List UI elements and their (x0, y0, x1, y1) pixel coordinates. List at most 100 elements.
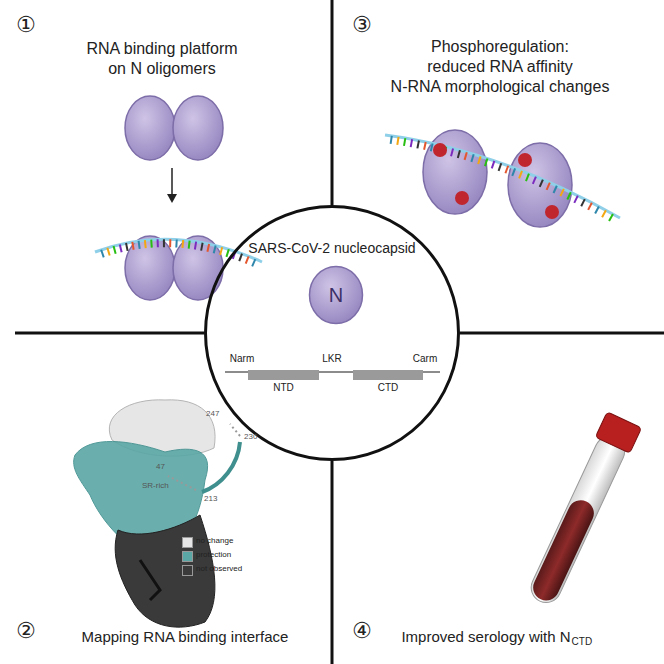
domain-bar-fill (353, 370, 423, 380)
rna-base (195, 242, 196, 250)
domain-name: CTD (353, 382, 423, 394)
legend-text: not observed (196, 564, 242, 573)
rna-base (595, 206, 599, 213)
rna-base (471, 154, 473, 162)
legend-swatch (182, 551, 193, 562)
rna-base (120, 244, 122, 252)
subscript: CTD (572, 636, 593, 648)
rna-base (485, 159, 487, 167)
rna-base (519, 171, 522, 178)
rna-base (252, 259, 255, 266)
rna-base (101, 250, 104, 258)
rna-base (391, 136, 392, 144)
rna-backbone (95, 239, 262, 262)
panel-title: reduced RNA affinity (427, 58, 573, 76)
panel-title: Mapping RNA binding interface (82, 628, 289, 645)
rna-base (144, 240, 147, 248)
callout-number: ③ (352, 12, 372, 37)
rna-base (233, 251, 236, 259)
rna-base (505, 166, 508, 174)
rna-base (431, 143, 433, 151)
divider-lines (15, 0, 664, 664)
rna-base (201, 243, 202, 251)
domain-name: NTD (248, 382, 319, 394)
region-name: LKR (322, 353, 341, 365)
domain-bar: CTD (353, 370, 423, 396)
region-name: Carm (413, 353, 437, 365)
rna-backbone (385, 135, 620, 218)
rna-base (533, 177, 536, 184)
rna-base (581, 199, 585, 206)
rna-base (465, 152, 467, 160)
circle-title: SARS-CoV-2 nucleocapsid (207, 240, 457, 256)
legend-text: protection (196, 550, 231, 559)
callout-number: ② (16, 618, 36, 643)
rna-base (567, 192, 570, 199)
rna-base (547, 183, 550, 190)
rna-base (540, 180, 543, 187)
rna-base (169, 239, 171, 247)
rna-base (246, 256, 249, 263)
legend-text: no change (196, 536, 233, 545)
n-protein: N (308, 265, 364, 325)
rna-base (139, 241, 140, 249)
rna-base (239, 254, 242, 262)
rna-base (175, 240, 177, 248)
legend-swatch (182, 537, 193, 548)
residue-number: 213 (204, 494, 217, 503)
rna-base (188, 241, 191, 249)
rna-base (181, 240, 184, 248)
rna-base (417, 141, 419, 149)
n-label: N (308, 284, 364, 307)
rna-base (126, 243, 128, 251)
rna-base (451, 148, 453, 156)
domain-bar: NTD (248, 370, 319, 396)
rna-strand (95, 239, 262, 266)
n-oligomer-rna (125, 236, 223, 300)
rna-base (574, 196, 578, 203)
rna-base (554, 186, 557, 193)
rna-base (214, 246, 216, 254)
rna-base (114, 246, 116, 254)
rna-base (499, 163, 502, 171)
blood-tube (523, 412, 642, 609)
rna-base (220, 247, 222, 255)
phospho-n (423, 130, 572, 227)
rna-base (602, 210, 606, 217)
panel-title: Improved serology with N (401, 628, 570, 645)
down-arrow (167, 168, 177, 203)
rna-base (207, 244, 209, 252)
rna-base (492, 161, 495, 169)
protein-surface (74, 400, 240, 627)
region-name: SR-rich (142, 481, 169, 490)
rna-base (478, 156, 480, 164)
rna-base (404, 138, 405, 146)
legend-swatch (182, 565, 193, 576)
rna-base (411, 139, 412, 147)
rna-base (458, 150, 460, 158)
phosphate-dots (433, 143, 559, 219)
panel-title: RNA binding platform (86, 40, 237, 58)
rna-base (424, 142, 426, 150)
callout-number: ① (16, 12, 36, 37)
rna-base (526, 174, 529, 181)
rna-base (512, 168, 515, 175)
residue-number: 247 (206, 409, 219, 418)
domain-bar-fill (248, 370, 319, 380)
n-oligomer (125, 96, 223, 160)
rna-base (150, 240, 153, 248)
residue-number: 47 (156, 462, 165, 471)
rna-strand (385, 135, 620, 221)
rna-base (560, 189, 563, 196)
rna-base (588, 203, 592, 210)
rna-base (397, 137, 398, 145)
rna-base (163, 239, 165, 247)
panel-title: N-RNA morphological changes (391, 78, 610, 96)
panel-title: Phosphoregulation: (431, 38, 569, 56)
residue-number: 230 (244, 432, 257, 441)
callout-number: ④ (352, 618, 372, 643)
region-name: Narm (230, 353, 254, 365)
rna-base (157, 239, 159, 247)
